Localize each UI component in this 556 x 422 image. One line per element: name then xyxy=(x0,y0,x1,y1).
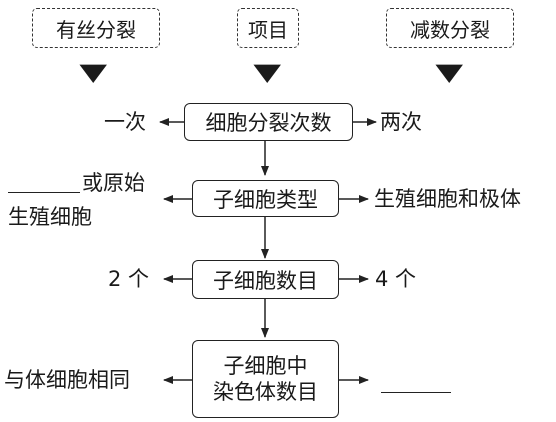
mitosis-chromosome-count: 与体细胞相同 xyxy=(4,368,130,392)
fill-blank-meiosis-chromosome xyxy=(381,392,451,393)
meiosis-division-count: 两次 xyxy=(380,110,422,134)
chevron-down-icon: ▼ xyxy=(79,58,108,86)
chevron-down-icon: ▼ xyxy=(253,58,282,86)
box-daughter-cell-type: 子细胞类型 xyxy=(192,180,339,217)
header-meiosis: 减数分裂 xyxy=(386,8,514,48)
box-daughter-chromosome-count: 子细胞中 染色体数目 xyxy=(192,340,339,418)
header-mitosis: 有丝分裂 xyxy=(32,8,160,48)
fill-blank-mitosis-type xyxy=(8,192,80,193)
box-division-count: 细胞分裂次数 xyxy=(184,103,353,141)
mitosis-cell-type-line1: 或原始 xyxy=(82,171,145,195)
mitosis-cell-count: 2 个 xyxy=(108,267,150,291)
box-daughter-cell-count: 子细胞数目 xyxy=(192,260,339,299)
chevron-down-icon: ▼ xyxy=(435,58,464,86)
box-line-1: 子细胞中 xyxy=(223,354,308,378)
mitosis-division-count: 一次 xyxy=(104,110,146,134)
box-line-2: 染色体数目 xyxy=(213,380,318,404)
meiosis-cell-type: 生殖细胞和极体 xyxy=(374,187,521,211)
header-item: 项目 xyxy=(237,8,299,48)
mitosis-cell-type-line2: 生殖细胞 xyxy=(8,205,92,229)
meiosis-cell-count: 4 个 xyxy=(375,267,417,291)
